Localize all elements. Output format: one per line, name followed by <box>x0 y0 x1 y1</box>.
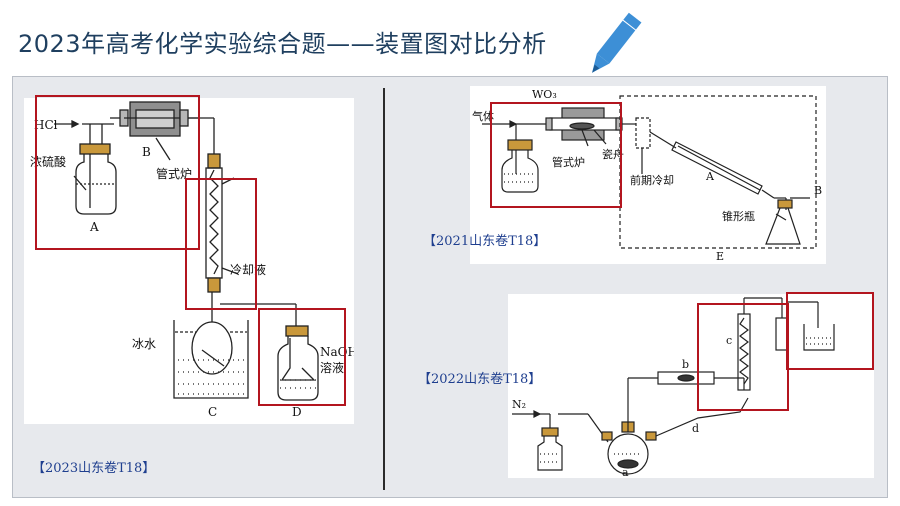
highlight-box-2023-a <box>35 95 200 250</box>
caption-2022: 【2022山东卷T18】 <box>418 372 542 387</box>
label-flask: 锥形瓶 <box>722 209 755 223</box>
label-wo3: WO₃ <box>532 88 557 101</box>
label-furnace-2021: 管式炉 <box>552 155 585 169</box>
label-d-2022: d <box>692 422 699 435</box>
pencil-icon <box>592 12 642 73</box>
highlight-box-2023-c <box>258 308 346 406</box>
label-precool: 前期冷却 <box>630 173 674 187</box>
label-hcl: HCl <box>34 118 58 132</box>
label-conc-sulfuric: 浓硫酸 <box>30 154 66 169</box>
caption-2023: 【2023山东卷T18】 <box>32 461 156 476</box>
label-b: B <box>142 145 151 159</box>
label-b-2021: B <box>814 184 822 197</box>
label-ice-water: 冰水 <box>132 337 156 351</box>
label-d: D <box>292 405 302 419</box>
label-e: E <box>716 250 724 263</box>
label-furnace: 管式炉 <box>156 166 192 181</box>
label-a-2022: a <box>622 466 629 478</box>
label-gas: 气体 <box>472 109 494 123</box>
highlight-box-2023-b <box>185 178 257 310</box>
slide-title: 2023年高考化学实验综合题——装置图对比分析 <box>18 30 547 58</box>
divider-line <box>383 88 385 490</box>
label-coolant: 冷却液 <box>230 262 266 277</box>
caption-2021: 【2021山东卷T18】 <box>423 234 547 249</box>
diagram-2021: WO₃ 气体 管式炉 瓷舟 前期冷却 A B 锥形瓶 E <box>470 86 826 264</box>
diagram-2023: HCl 浓硫酸 A B 管式炉 冷却液 冰水 C NaOH 溶液 D <box>24 98 358 424</box>
diagram-2022: N₂ a b c d <box>508 294 874 479</box>
highlight-box-2022-a <box>697 303 789 411</box>
label-c-2022: c <box>726 334 732 347</box>
label-solution: 溶液 <box>320 360 344 375</box>
label-boat: 瓷舟 <box>602 147 624 161</box>
label-a-2021: A <box>705 170 715 183</box>
label-a: A <box>89 220 99 234</box>
label-n2: N₂ <box>512 398 526 411</box>
highlight-box-2022-b <box>786 292 874 370</box>
label-b-2022: b <box>682 358 689 371</box>
highlight-box-2021 <box>490 102 622 208</box>
label-naoh: NaOH <box>320 345 354 359</box>
label-c: C <box>208 405 217 419</box>
